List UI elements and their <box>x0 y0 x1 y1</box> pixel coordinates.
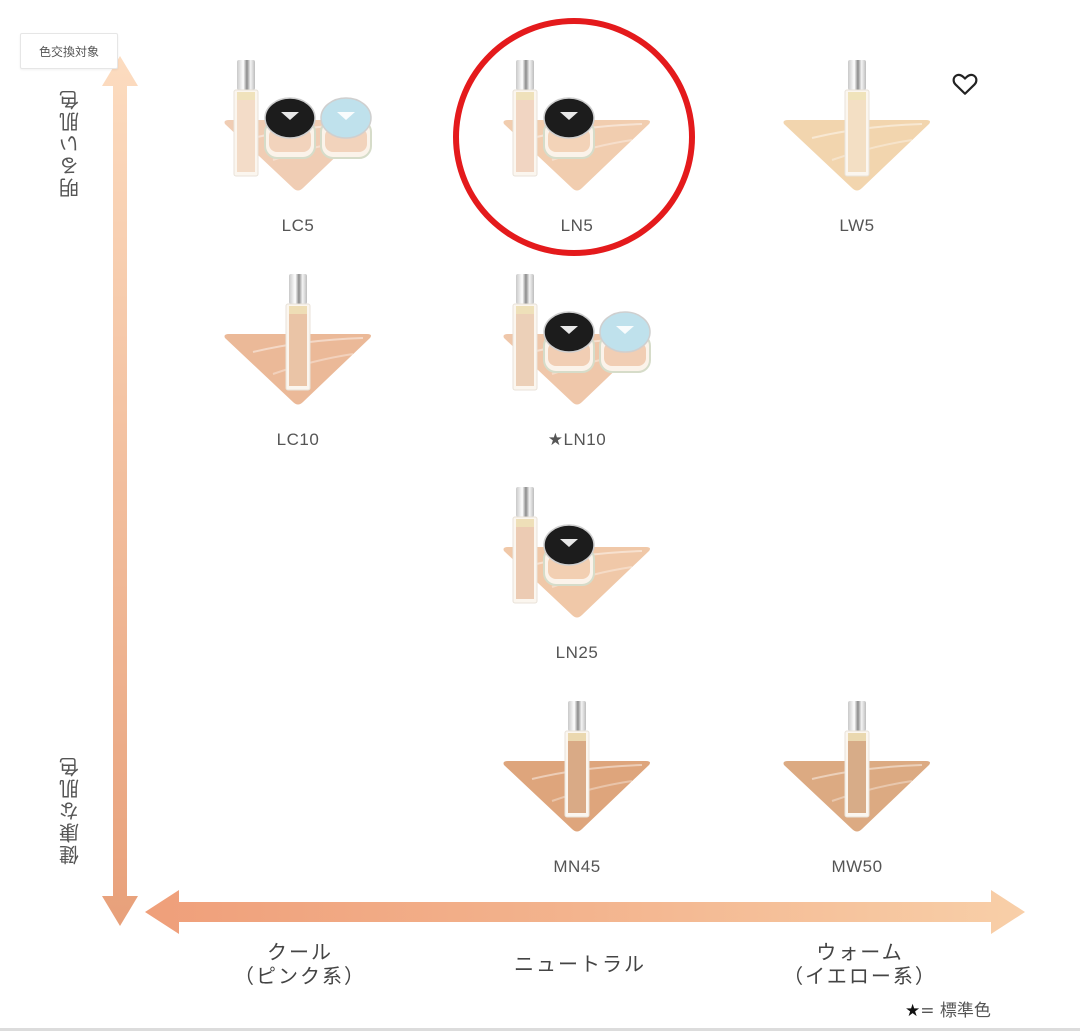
product-image <box>783 701 930 832</box>
product-lc10[interactable]: LC10 <box>213 270 383 470</box>
foundation-bottle-icon <box>844 60 870 177</box>
undertone-axis-arrow <box>145 890 1025 934</box>
product-lc5[interactable]: LC5 <box>213 56 383 256</box>
product-mn45[interactable]: MN45 <box>492 697 662 897</box>
legend-text: = 標準色 <box>920 1001 991 1021</box>
powder-blue-jar-icon <box>320 97 372 159</box>
warm-label-line2: （イエロー系） <box>783 964 937 988</box>
foundation-bottle-icon <box>844 701 870 818</box>
product-label: ★LN10 <box>547 430 607 449</box>
product-image <box>224 274 371 405</box>
cool-label-line2: （ピンク系） <box>234 964 366 988</box>
product-label: MW50 <box>831 857 883 876</box>
product-ln5[interactable]: LN5 <box>492 56 662 256</box>
product-mw50[interactable]: MW50 <box>772 697 942 897</box>
product-image <box>224 60 372 191</box>
x-axis-label-cool: クール （ピンク系） <box>220 940 380 988</box>
product-image <box>503 487 650 618</box>
foundation-bottle-icon <box>233 60 259 177</box>
product-label: LW5 <box>839 216 875 235</box>
product-image <box>503 701 650 832</box>
product-label: LC5 <box>281 216 315 235</box>
powder-black-jar-icon <box>264 97 316 159</box>
y-axis-label-light: 明るい肌色 <box>58 88 83 198</box>
powder-black-jar-icon <box>543 524 595 586</box>
powder-blue-jar-icon <box>599 311 651 373</box>
foundation-bottle-icon <box>512 60 538 177</box>
y-axis-label-healthy: 健康な肌色 <box>58 755 83 865</box>
heart-outline-icon[interactable] <box>952 72 978 96</box>
legend-standard-color: ★= 標準色 <box>905 996 991 1021</box>
x-axis-label-neutral: ニュートラル <box>514 952 646 976</box>
powder-black-jar-icon <box>543 311 595 373</box>
product-ln25[interactable]: LN25 <box>492 483 662 683</box>
product-label: MN45 <box>553 857 601 876</box>
star-icon: ★ <box>905 1001 921 1021</box>
foundation-bottle-icon <box>512 487 538 604</box>
powder-black-jar-icon <box>543 97 595 159</box>
product-ln10[interactable]: ★LN10 <box>492 270 662 470</box>
cool-label-line1: クール <box>267 940 333 964</box>
bottom-divider <box>0 1028 1080 1031</box>
product-image <box>503 60 650 191</box>
foundation-bottle-icon <box>564 701 590 818</box>
product-label: LN25 <box>555 643 599 662</box>
color-exchange-badge: 色交換対象 <box>20 33 118 69</box>
warm-label-line1: ウォーム <box>816 940 904 964</box>
product-image <box>503 274 651 405</box>
product-image <box>783 60 930 191</box>
product-label: LC10 <box>276 430 320 449</box>
foundation-bottle-icon <box>285 274 311 391</box>
x-axis-label-warm: ウォーム （イエロー系） <box>770 940 950 988</box>
foundation-bottle-icon <box>512 274 538 391</box>
product-lw5[interactable]: LW5 <box>772 56 942 256</box>
brightness-axis-arrow <box>102 56 138 926</box>
product-label: LN5 <box>560 216 594 235</box>
